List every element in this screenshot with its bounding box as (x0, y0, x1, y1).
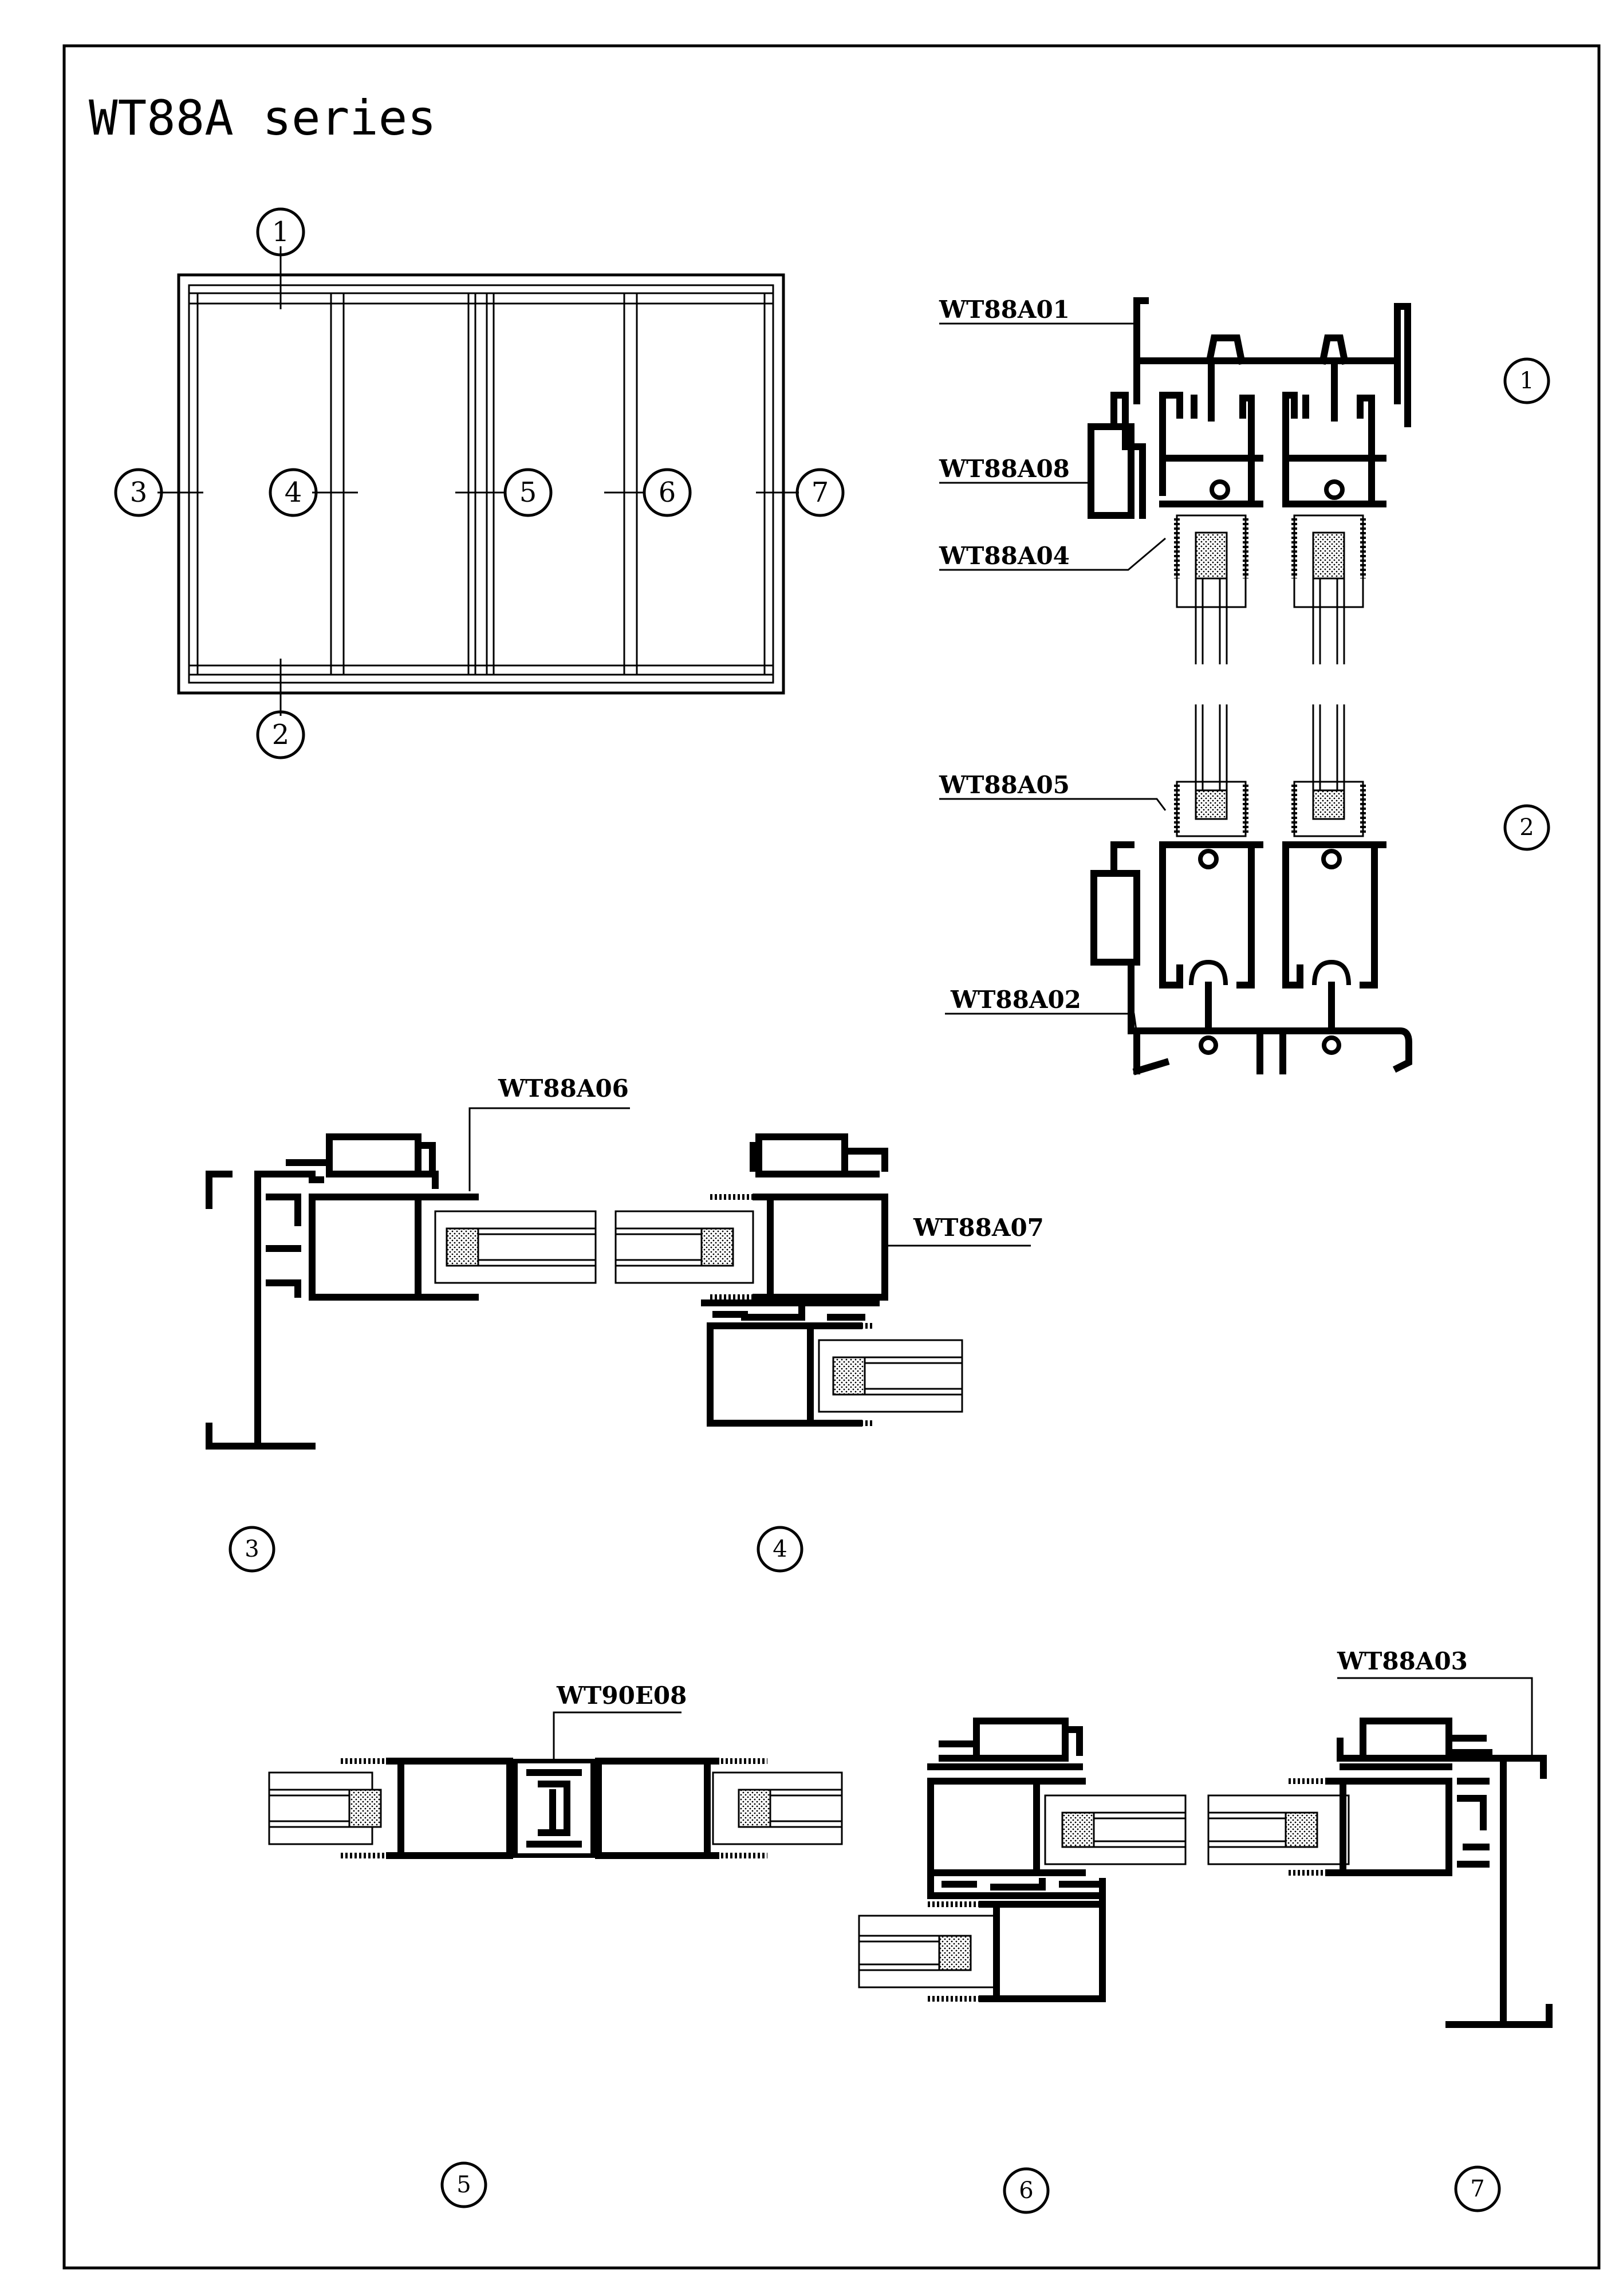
section-4-meeting: WT88A07 4 (614, 1133, 1044, 1573)
callout-1: 1 (272, 216, 290, 248)
label-WT88A01: WT88A01 (939, 296, 1070, 324)
section-5-mullion: WT90E08 5 (268, 1681, 843, 2208)
window-elevation: 1 2 3 4 5 6 7 (114, 207, 845, 759)
section-5-number: 5 (456, 2172, 471, 2198)
label-WT90E08: WT90E08 (556, 1681, 687, 1710)
callout-3: 3 (130, 476, 148, 509)
callout-6: 6 (659, 476, 676, 509)
label-WT88A02: WT88A02 (950, 986, 1081, 1014)
label-WT88A07: WT88A07 (913, 1214, 1044, 1242)
callout-7: 7 (811, 476, 829, 509)
section-2-sill: WT88A05 WT88A02 2 (939, 704, 1550, 1076)
label-WT88A06: WT88A06 (498, 1074, 629, 1102)
label-WT88A03: WT88A03 (1337, 1647, 1468, 1675)
section-3-number: 3 (245, 1536, 259, 1562)
callout-5: 5 (519, 476, 537, 509)
section-7-jamb: WT88A03 7 (1207, 1647, 1553, 2212)
label-WT88A08: WT88A08 (939, 455, 1070, 483)
section-6-interlock: 6 (858, 1718, 1187, 2214)
section-3-jamb: WT88A06 3 (206, 1074, 630, 1573)
label-WT88A05: WT88A05 (939, 771, 1070, 799)
callout-2: 2 (272, 719, 290, 751)
section-1-number: 1 (1519, 368, 1534, 394)
section-6-number: 6 (1019, 2177, 1033, 2204)
callout-4: 4 (285, 476, 302, 509)
section-4-number: 4 (773, 1536, 787, 1562)
section-1-head: WT88A01 WT88A08 WT88A04 1 (939, 296, 1550, 664)
section-2-number: 2 (1519, 814, 1534, 841)
section-7-number: 7 (1470, 2176, 1484, 2202)
sheet-border (62, 44, 1601, 2270)
page-title: WT88A series (89, 90, 436, 146)
label-WT88A04: WT88A04 (939, 542, 1070, 570)
